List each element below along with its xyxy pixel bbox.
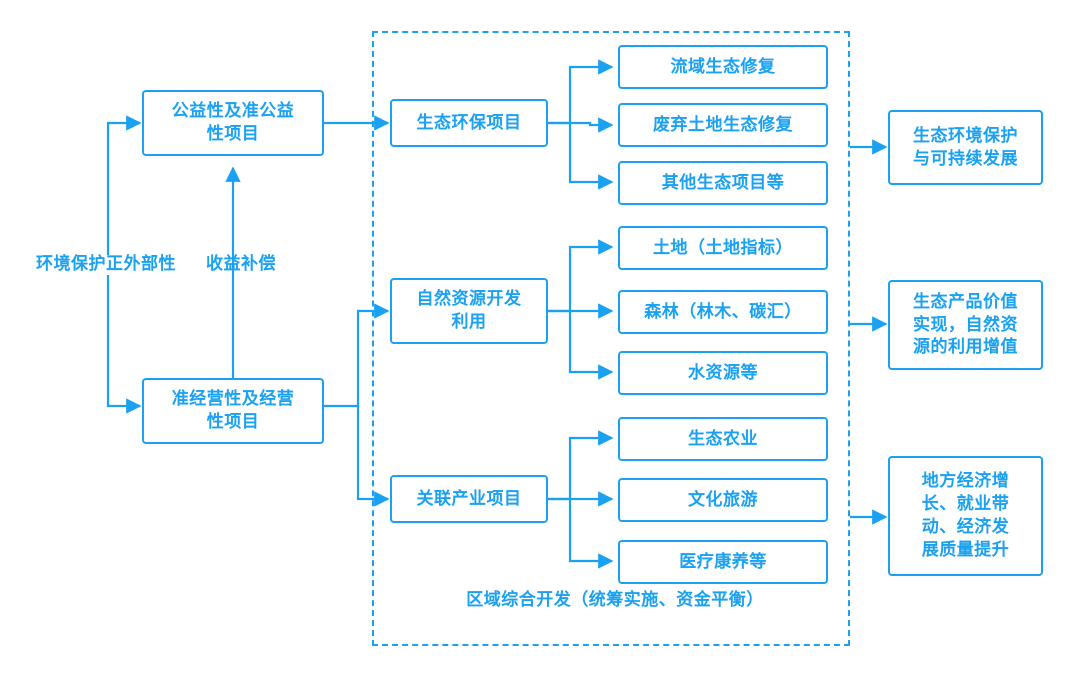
node-eco-agriculture[interactable]: 生态农业 — [618, 417, 828, 461]
node-culture-tourism[interactable]: 文化旅游 — [618, 478, 828, 522]
node-waste-land-eco-restoration[interactable]: 废弃土地生态修复 — [618, 103, 828, 147]
node-forest-carbon-sink[interactable]: 森林（林木、碳汇） — [618, 290, 828, 334]
node-eco-protection-project[interactable]: 生态环保项目 — [390, 99, 548, 147]
node-other-eco-projects[interactable]: 其他生态项目等 — [618, 161, 828, 205]
outcome-eco-product-value[interactable]: 生态产品价值 实现，自然资 源的利用增值 — [888, 280, 1043, 370]
node-quasi-commercial-project[interactable]: 准经营性及经营 性项目 — [142, 378, 324, 444]
node-watershed-eco-restoration[interactable]: 流域生态修复 — [618, 45, 828, 89]
node-water-resources[interactable]: 水资源等 — [618, 351, 828, 395]
benefit-compensation-label: 收益补偿 — [206, 254, 276, 273]
node-public-project[interactable]: 公益性及准公益 性项目 — [142, 90, 324, 156]
root-label: 环境保护正外部性 — [36, 254, 176, 273]
region-caption: 区域综合开发（统筹实施、资金平衡） — [466, 590, 764, 609]
node-medical-wellness[interactable]: 医疗康养等 — [618, 540, 828, 584]
node-related-industry-project[interactable]: 关联产业项目 — [390, 475, 548, 523]
node-natural-resource-development[interactable]: 自然资源开发 利用 — [390, 278, 548, 344]
outcome-eco-protection[interactable]: 生态环境保护 与可持续发展 — [888, 110, 1043, 185]
outcome-local-economy[interactable]: 地方经济增 长、就业带 动、经济发 展质量提升 — [888, 456, 1043, 576]
node-land-quota[interactable]: 土地（土地指标） — [618, 226, 828, 270]
